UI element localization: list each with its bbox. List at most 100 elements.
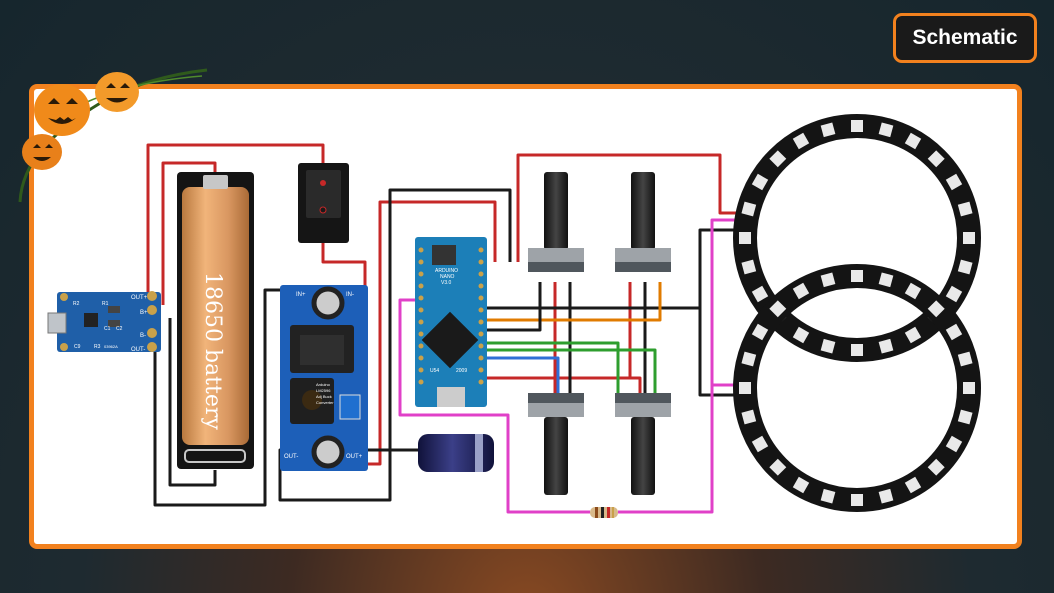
converter-caption-2: LM2596 (316, 388, 331, 393)
converter-pin-out-minus: OUT- (284, 454, 298, 460)
charger-ref-c9: C9 (74, 344, 81, 350)
led-pixel (957, 351, 973, 367)
led-pixel (851, 120, 863, 132)
led-pixel (792, 326, 810, 344)
arduino-name-1: ARDUINO (435, 268, 458, 274)
led-pixel (741, 351, 757, 367)
arduino-nano: ARDUINO NANO V3.0 U54 2009 (415, 237, 487, 407)
led-pixel (904, 132, 922, 150)
rocker-switch[interactable] (298, 163, 349, 243)
wire-red-charger-switch (146, 143, 325, 296)
arduino-pins-right (478, 247, 484, 385)
led-pixel (820, 488, 836, 504)
charger-ref-r2: R2 (73, 301, 80, 307)
buck-converter: IN+ IN- OUT- OUT+ Arduino LM2596 Adj Buc… (280, 285, 368, 471)
potentiometer-top-left[interactable] (528, 172, 584, 272)
battery-holder: 18650 battery (177, 172, 254, 469)
led-pixel (741, 409, 757, 425)
led-pixel (945, 323, 963, 341)
led-pixel (739, 382, 751, 394)
led-pixel (851, 494, 863, 506)
led-pixel (751, 435, 769, 453)
wire-green2-signal (485, 341, 620, 393)
pumpkin-icon (34, 84, 90, 136)
wire-pink-signal (398, 298, 590, 514)
led-pixel (957, 409, 973, 425)
led-pixel (820, 122, 836, 138)
led-pixel (741, 259, 757, 275)
led-ring-bottom (733, 264, 981, 512)
charger-pin-b-minus: B- (140, 333, 146, 339)
pumpkin-icon (95, 72, 139, 112)
led-pixel (792, 282, 810, 300)
pumpkin-decoration (18, 68, 208, 203)
wire-red-pot-top (516, 153, 740, 262)
charger-model: 03962A (104, 344, 118, 349)
led-pixel (739, 232, 751, 244)
led-pixel (751, 323, 769, 341)
arduino-pins-left (418, 247, 424, 385)
arduino-name-3: V3.0 (441, 280, 452, 286)
wire-red-switch-converter (321, 240, 367, 290)
schematic-badge[interactable]: Schematic (893, 13, 1037, 63)
wire-black-arduino-gnd (485, 306, 740, 397)
led-pixel (927, 300, 945, 318)
pumpkin-icon (22, 134, 62, 170)
led-pixel (820, 272, 836, 288)
led-pixel (957, 259, 973, 275)
converter-pin-in-minus: IN- (346, 292, 354, 298)
wire-black-battery-bottom (168, 318, 217, 487)
potentiometer-bottom-left[interactable] (528, 393, 584, 495)
converter-caption-3: Adj Buck (316, 394, 332, 399)
led-pixel (792, 132, 810, 150)
converter-caption-4: Converter (316, 400, 334, 405)
led-pixel (878, 272, 894, 288)
arduino-chip: U54 (430, 368, 439, 374)
wire-orange-signal (485, 282, 662, 322)
led-pixel (904, 282, 922, 300)
converter-pin-out-plus: OUT+ (346, 454, 363, 460)
led-pixel (851, 344, 863, 356)
led-pixel (963, 232, 975, 244)
led-pixel (741, 201, 757, 217)
converter-caption-1: Arduino (316, 382, 331, 387)
resistor (590, 507, 618, 518)
charger-ref-r1: R1 (102, 301, 109, 307)
wire-black-signal (485, 282, 542, 332)
led-pixel (769, 150, 787, 168)
led-pixel (878, 488, 894, 504)
led-pixel (878, 122, 894, 138)
wire-blue-signal (485, 356, 560, 393)
led-pixel (927, 150, 945, 168)
wires (146, 143, 740, 514)
charger-ref-r3: R3 (94, 344, 101, 350)
arduino-year: 2009 (456, 368, 467, 374)
led-pixel (904, 476, 922, 494)
charger-pin-b-plus: B+ (140, 310, 148, 316)
charger-pin-out-minus: OUT- (131, 347, 145, 353)
led-pixel (957, 201, 973, 217)
led-pixel (751, 173, 769, 191)
wire-black-battery-switch (153, 288, 298, 507)
potentiometer-bottom-right[interactable] (615, 393, 671, 495)
charger-module: OUT+ B+ B- OUT- R2 R1 C1 C2 R3 C9 03962A (47, 291, 161, 353)
wire-red-battery (161, 161, 217, 305)
led-pixel (769, 300, 787, 318)
led-pixel (963, 382, 975, 394)
converter-pin-in-plus: IN+ (296, 292, 306, 298)
led-pixel (878, 338, 894, 354)
led-pixel (792, 476, 810, 494)
led-pixel (945, 285, 963, 303)
led-pixel (820, 338, 836, 354)
potentiometer-top-right[interactable] (615, 172, 671, 272)
wire-black-ring-gnd (698, 228, 740, 308)
charger-ref-c1: C1 (104, 326, 111, 332)
wire-pink-ring (618, 383, 740, 514)
charger-ref-c2: C2 (116, 326, 123, 332)
led-ring-top (733, 114, 981, 362)
wire-red-pot-bus (480, 376, 642, 393)
battery-label: 18650 battery (200, 272, 225, 430)
electrolytic-capacitor (418, 434, 494, 472)
wire-red-converter-arduino (365, 200, 497, 466)
wire-pink-ring2 (710, 218, 740, 385)
